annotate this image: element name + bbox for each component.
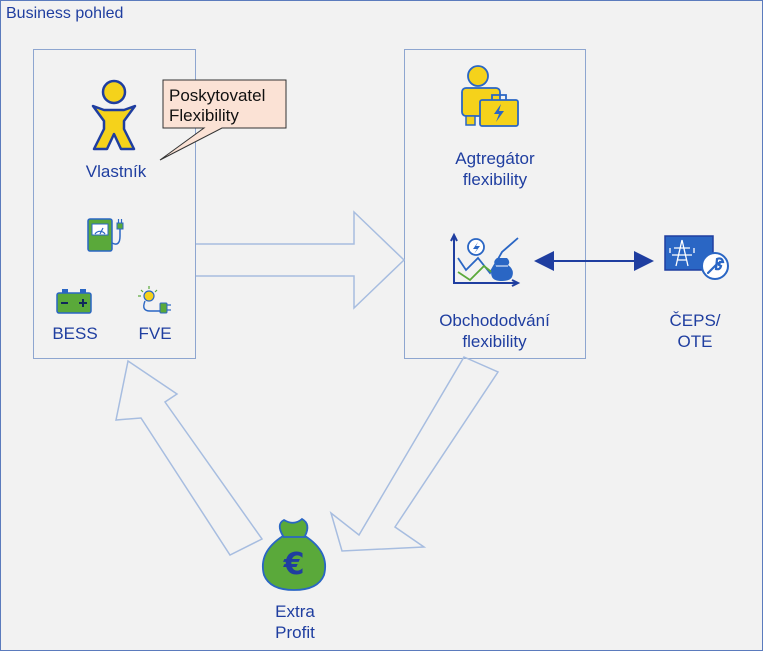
money-bag-euro-icon — [262, 517, 326, 591]
callout-line-2: Flexibility — [169, 106, 239, 125]
ev-charger-icon — [87, 218, 124, 252]
ceps-label-line-2: OTE — [677, 332, 713, 351]
flow-arrow-profit-to-owner — [115, 359, 264, 556]
diagram-title: Business pohled — [6, 5, 124, 22]
battery-icon — [56, 289, 92, 314]
fve-label: FVE — [138, 324, 172, 343]
trading-label-line-2: flexibility — [462, 332, 527, 351]
callout-text: Poskytovatel Flexibility — [169, 86, 265, 126]
grid-tower-wrench-icon — [664, 235, 729, 280]
person-icon — [91, 79, 137, 151]
flow-arrow-owner-to-aggregator — [196, 210, 406, 310]
ceps-label-line-1: ČEPS/ — [669, 311, 721, 330]
businessperson-icon — [461, 65, 519, 127]
aggregator-box — [404, 49, 586, 359]
flow-arrow-trading-to-profit — [329, 356, 500, 552]
solar-plug-icon — [138, 286, 171, 314]
aggregator-label-line-1: Agtregátor — [455, 149, 535, 168]
callout-line-1: Poskytovatel — [169, 86, 266, 105]
aggregator-label-line-2: flexibility — [462, 170, 528, 189]
aggregator-label: Agtregátor flexibility — [420, 148, 570, 190]
bess-label: BESS — [52, 324, 98, 343]
owner-label: Vlastník — [85, 162, 147, 181]
owner-box — [33, 49, 196, 359]
profit-label: Extra Profit — [250, 601, 340, 643]
trading-label-line-1: Obchododvání — [439, 311, 550, 330]
profit-label-line-2: Profit — [275, 623, 315, 642]
callout-bubble — [159, 79, 287, 161]
euro-symbol: € — [283, 547, 305, 582]
trading-chart-icon — [450, 232, 521, 287]
profit-label-line-1: Extra — [275, 602, 315, 621]
ceps-label: ČEPS/ OTE — [655, 310, 735, 352]
trading-label: Obchododvání flexibility — [412, 310, 577, 352]
